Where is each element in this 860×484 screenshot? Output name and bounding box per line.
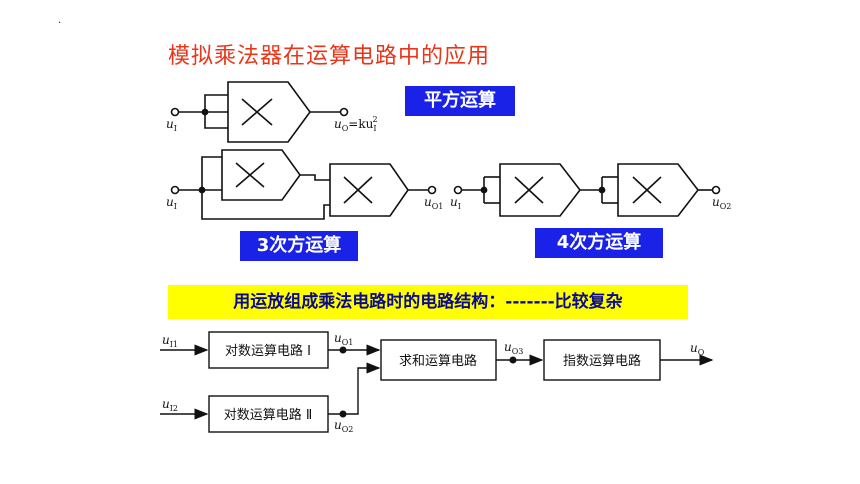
exp-block [543, 339, 661, 381]
square-input-label: uI [166, 117, 177, 133]
input-terminal [170, 107, 180, 117]
junction-dot [509, 356, 517, 364]
multiplier-block [227, 81, 311, 143]
structure-banner: 用运放组成乘法电路时的电路结构：-------比较复杂 [168, 285, 688, 319]
output-terminal [339, 107, 349, 117]
cube-label: 3次方运算 [240, 231, 358, 261]
cube-circuit [170, 149, 437, 220]
sum-block [380, 339, 497, 381]
junction-dot [201, 108, 209, 116]
mid-output-1-label: uO1 [334, 331, 353, 347]
final-output-label: uO [690, 341, 705, 357]
cube-output-label: uO1 [424, 195, 443, 211]
fourth-input-label: uI [450, 195, 461, 211]
log-block-1 [208, 331, 329, 369]
block-diagram [160, 331, 714, 433]
square-circuit [170, 81, 349, 143]
junction-dot [598, 186, 606, 194]
corner-mark: · [58, 18, 61, 29]
sum-block-label: 求和运算电路 [399, 353, 477, 369]
junction-dot [339, 410, 347, 418]
square-label: 平方运算 [405, 86, 515, 116]
log-block-2 [208, 395, 329, 433]
fourth-circuit [453, 163, 721, 217]
input-terminal [170, 185, 180, 195]
junction-dot [339, 346, 347, 354]
sum-output-label: uO3 [504, 340, 523, 356]
output-terminal [711, 185, 721, 195]
junction-dot [480, 186, 488, 194]
multiplier-block [329, 163, 409, 217]
square-output-label: uO=kuI2 [334, 115, 378, 133]
multiplier-block [221, 149, 301, 201]
fourth-power-label: 4次方运算 [535, 228, 663, 258]
multiplier-block [617, 163, 700, 217]
mid-output-2-label: uO2 [334, 418, 353, 434]
page-title: 模拟乘法器在运算电路中的应用 [168, 44, 491, 69]
input-terminal [453, 185, 463, 195]
fourth-output-label: uO2 [712, 195, 731, 211]
input-1-label: uI1 [162, 333, 178, 349]
multiplier-block [499, 163, 582, 217]
input-2-label: uI2 [162, 397, 178, 413]
exp-block-label: 指数运算电路 [563, 353, 641, 369]
junction-dot [198, 186, 206, 194]
cube-input-label: uI [166, 195, 177, 211]
log-block-2-label: 对数运算电路 Ⅱ [224, 407, 313, 423]
log-block-1-label: 对数运算电路 Ⅰ [225, 343, 311, 359]
output-terminal [427, 185, 437, 195]
